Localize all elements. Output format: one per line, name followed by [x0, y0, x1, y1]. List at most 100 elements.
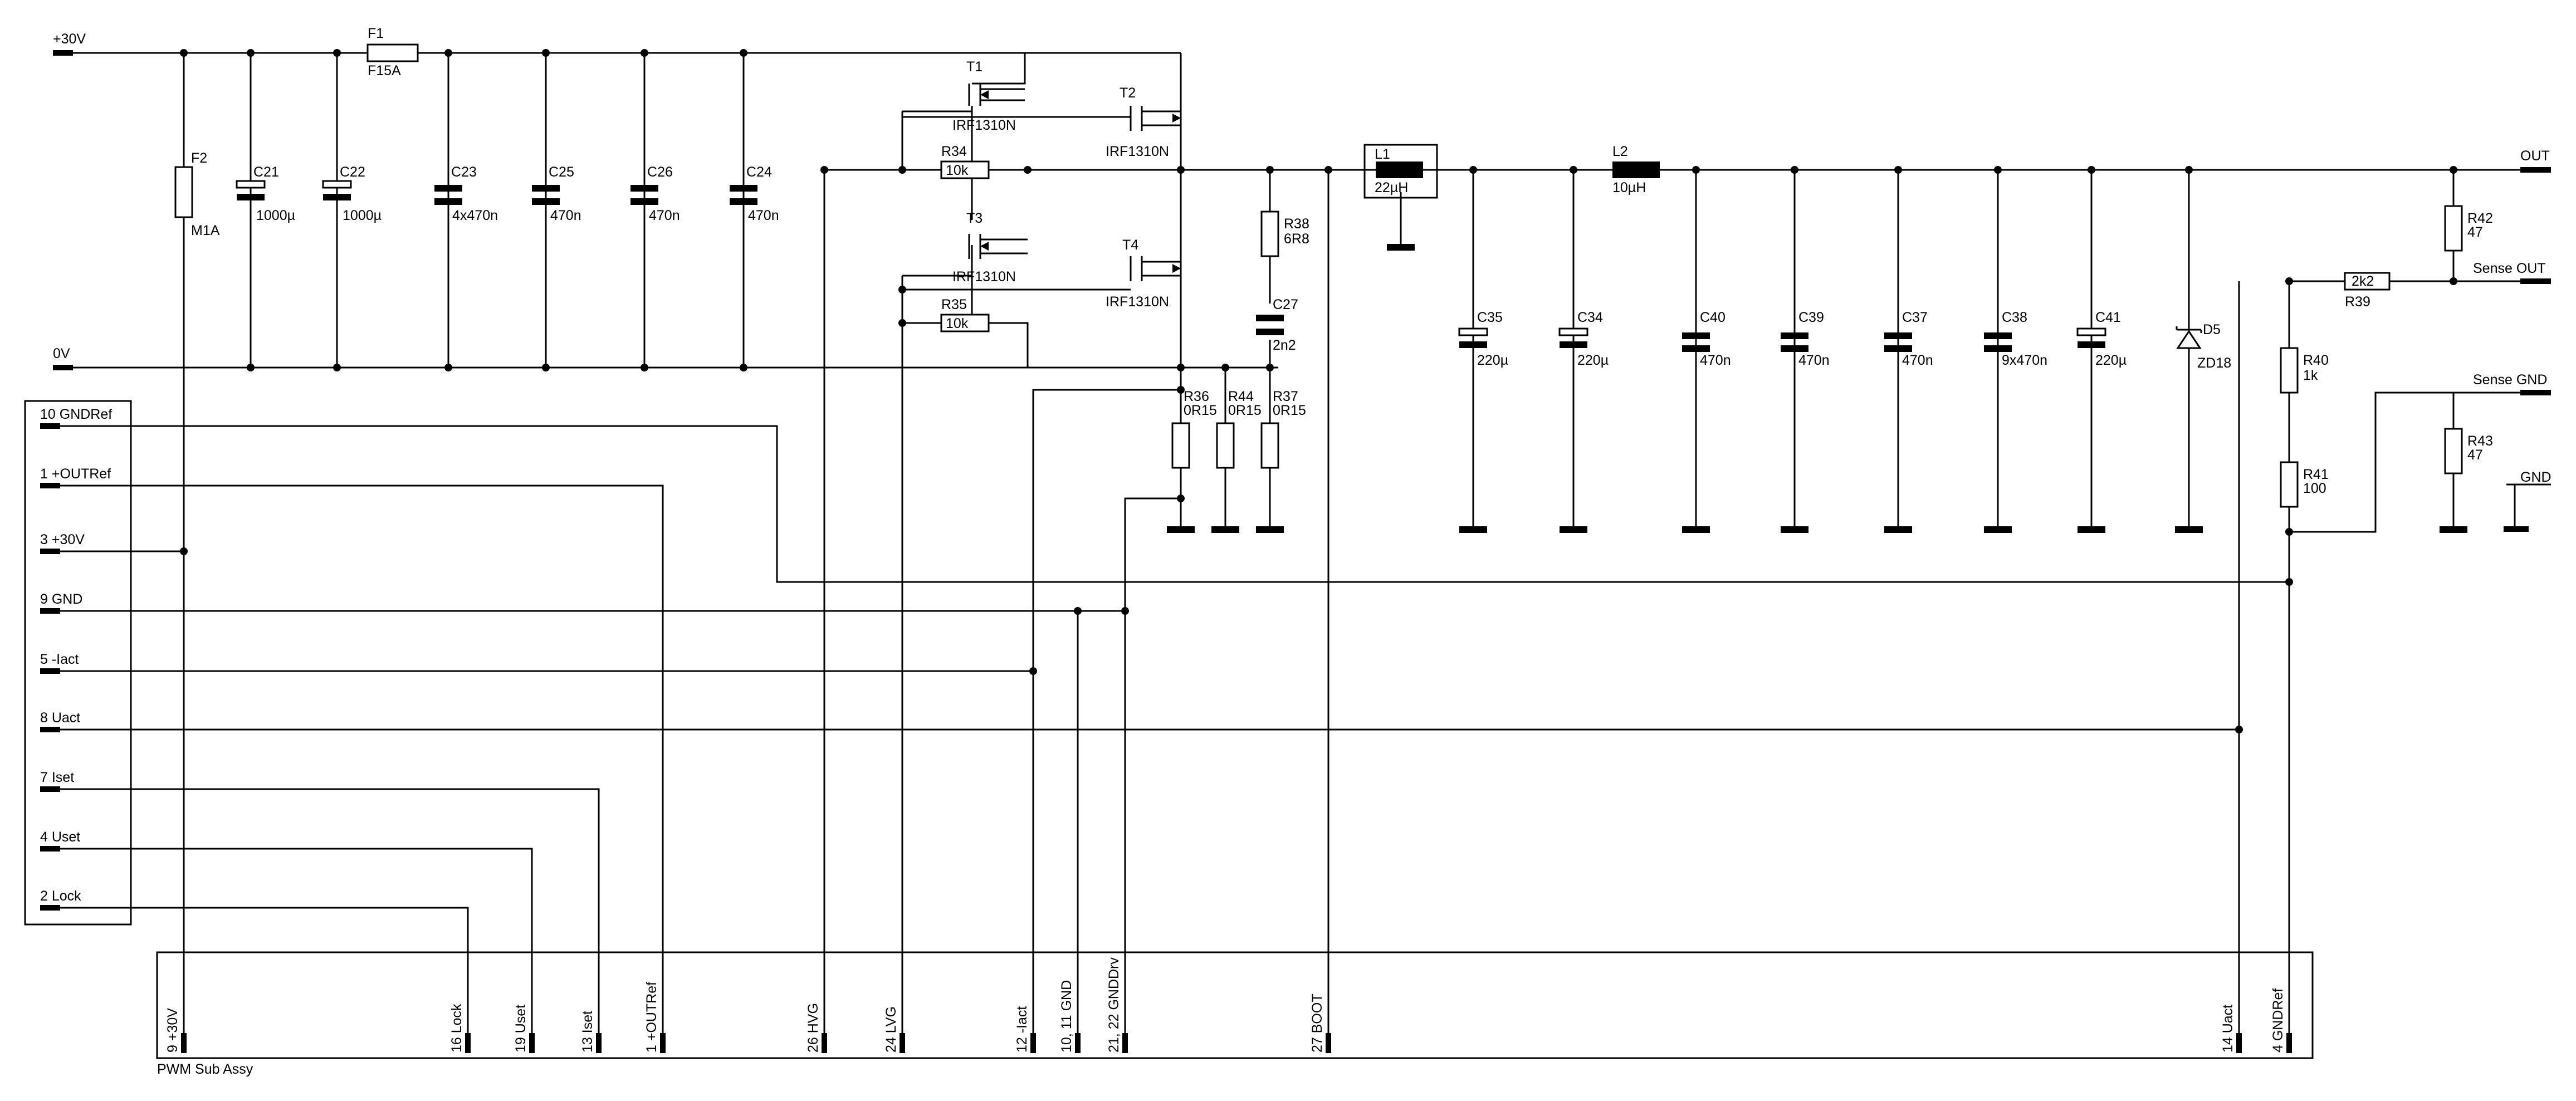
- capacitor-C39: C39 470n: [1781, 310, 1830, 533]
- capacitor-C27-value: 2n2: [1273, 337, 1296, 353]
- capacitor-C40-value: 470n: [1700, 353, 1731, 368]
- resistor-R39-ref: R39: [2345, 294, 2370, 310]
- sub-assy-pin: 27 BOOT: [1309, 994, 1331, 1053]
- connector-pin: 2 Lock: [40, 888, 81, 911]
- capacitor-C26: C26 470n: [630, 164, 680, 223]
- connector-pin: 4 Uset: [40, 829, 80, 852]
- mosfet-T1-ref: T1: [966, 59, 983, 75]
- inductor-L1: L1 22µH: [1363, 144, 1438, 251]
- inductor-L1-ref: L1: [1375, 146, 1390, 162]
- resistor-R42: R42 47: [2444, 205, 2493, 252]
- pwm-sub-assy-name: PWM Sub Assy: [157, 1061, 253, 1077]
- resistor-R35: R35 10k: [940, 297, 990, 332]
- resistor-R40: R40 1k: [2280, 347, 2329, 394]
- resistor-R36: R36 0R15: [1167, 389, 1217, 533]
- sub-assy-pin: 12 -Iact: [1014, 1006, 1036, 1053]
- rail-label-bottom: 0V: [53, 346, 70, 361]
- connector-pin-label: 4 Uset: [40, 829, 80, 845]
- capacitor-C21: C21 1000µ: [236, 164, 295, 223]
- resistor-R38-value: 6R8: [1284, 231, 1309, 247]
- connector-pin-label: 9 GND: [40, 591, 82, 607]
- capacitor-C22-ref: C22: [340, 164, 365, 180]
- resistor-R35-ref: R35: [941, 297, 967, 312]
- sub-assy-pin-label: 12 -Iact: [1014, 1006, 1030, 1053]
- sub-assy-pin-label: 14 Uact: [2220, 1005, 2236, 1053]
- resistor-R40-value: 1k: [2303, 368, 2318, 383]
- capacitor-C25: C25 470n: [532, 164, 581, 223]
- mosfet-T1-value: IRF1310N: [952, 118, 1016, 133]
- zener-D5-ref: D5: [2203, 322, 2221, 337]
- resistor-R44-value: 0R15: [1228, 403, 1262, 418]
- resistor-R40-ref: R40: [2303, 353, 2329, 368]
- capacitor-C24-value: 470n: [748, 208, 779, 223]
- sub-assy-pin-label: 16 Lock: [449, 1004, 465, 1053]
- resistor-R43-ref: R43: [2467, 433, 2493, 449]
- resistor-R44: R44 0R15: [1211, 389, 1262, 533]
- mosfet-T3-value: IRF1310N: [952, 269, 1016, 285]
- capacitor-C37-ref: C37: [1902, 310, 1928, 325]
- capacitor-C38: C38 9x470n: [1984, 310, 2047, 533]
- sub-assy-pin-label: 27 BOOT: [1309, 994, 1325, 1053]
- mosfet-T4-value: IRF1310N: [1106, 294, 1169, 310]
- junctions: [180, 49, 2457, 733]
- sub-assy-pin: 1 +OUTRef: [644, 982, 666, 1053]
- capacitor-C35-ref: C35: [1477, 310, 1503, 325]
- capacitor-C41-ref: C41: [2095, 310, 2121, 325]
- capacitor-C41: C41 220µ: [2076, 310, 2127, 533]
- sub-assy-pin: 16 Lock: [449, 1004, 471, 1053]
- connector-block: 10 GNDRef 1 +OUTRef 3 +30V 9 GND 5 -Iact…: [24, 400, 132, 926]
- capacitor-C25-ref: C25: [549, 164, 574, 180]
- resistor-R39: 2k2 R39: [2344, 272, 2391, 310]
- capacitor-C21-value: 1000µ: [256, 208, 295, 223]
- sub-assy-pin-label: 21, 22 GNDDrv: [1106, 957, 1122, 1053]
- resistor-R34-ref: R34: [941, 144, 967, 159]
- resistor-R37-ref: R37: [1273, 389, 1298, 404]
- fuse-F2-ref: F2: [191, 150, 207, 166]
- resistor-R41: R41 100: [2280, 461, 2329, 508]
- capacitor-C24-ref: C24: [746, 164, 772, 180]
- fuse-F2-value: M1A: [191, 223, 220, 238]
- connector-pin-label: 5 -Iact: [40, 652, 79, 667]
- resistor-R41-value: 100: [2303, 481, 2326, 496]
- capacitor-C41-value: 220µ: [2095, 353, 2127, 368]
- sub-assy-pin: 14 Uact: [2220, 1005, 2242, 1053]
- capacitor-C40-ref: C40: [1700, 310, 1726, 325]
- resistor-R36-ref: R36: [1184, 389, 1209, 404]
- resistor-R42-value: 47: [2467, 224, 2483, 240]
- connector-pin-label: 8 Uact: [40, 710, 80, 726]
- inductor-L1-value: 22µH: [1375, 180, 1408, 195]
- fuse-F2: F2 M1A: [174, 150, 220, 238]
- fuse-F1-ref: F1: [368, 26, 384, 41]
- capacitor-C26-value: 470n: [649, 208, 680, 223]
- resistor-R36-value: 0R15: [1184, 403, 1217, 418]
- connector-pin: 10 GNDRef: [40, 407, 112, 429]
- capacitor-C34-value: 220µ: [1577, 353, 1609, 368]
- connector-pin-label: 2 Lock: [40, 888, 81, 904]
- sub-assy-pin-label: 26 HVG: [805, 1003, 821, 1053]
- capacitor-C38-value: 9x470n: [2002, 353, 2047, 368]
- inductor-L2-ref: L2: [1612, 144, 1628, 159]
- mosfet-T2-ref: T2: [1120, 85, 1136, 101]
- connector-pin: 1 +OUTRef: [40, 466, 111, 488]
- resistor-R34: R34 10k: [940, 144, 990, 179]
- sub-assy-pin: 13 Iset: [580, 1011, 602, 1053]
- sub-assy-pin-label: 4 GNDRef: [2270, 989, 2286, 1053]
- rail-terminals: [53, 50, 2551, 532]
- resistor-R43-value: 47: [2467, 447, 2483, 463]
- connector-pin-label: 1 +OUTRef: [40, 466, 111, 482]
- mosfet-T4-ref: T4: [1122, 237, 1138, 253]
- wires: [42, 52, 2551, 1050]
- resistor-R42-ref: R42: [2467, 211, 2493, 226]
- mosfet-T2-value: IRF1310N: [1106, 144, 1169, 159]
- capacitor-C35: C35 220µ: [1458, 310, 1508, 533]
- resistor-R34-value: 10k: [946, 163, 969, 178]
- sub-assy-pin: 4 GNDRef: [2270, 989, 2292, 1053]
- pwm-sub-assy: PWM Sub Assy 9 +30V 16 Lock 19 Uset 13 I…: [156, 951, 2314, 1077]
- resistor-R38-ref: R38: [1284, 216, 1309, 232]
- capacitor-C24: C24 470n: [730, 164, 779, 223]
- resistor-R39-value: 2k2: [2352, 273, 2374, 289]
- capacitor-C22: C22 1000µ: [322, 164, 382, 223]
- zener-D5: D5 ZD18: [2175, 322, 2231, 533]
- mosfet-T1: T1 IRF1310N: [952, 59, 1025, 133]
